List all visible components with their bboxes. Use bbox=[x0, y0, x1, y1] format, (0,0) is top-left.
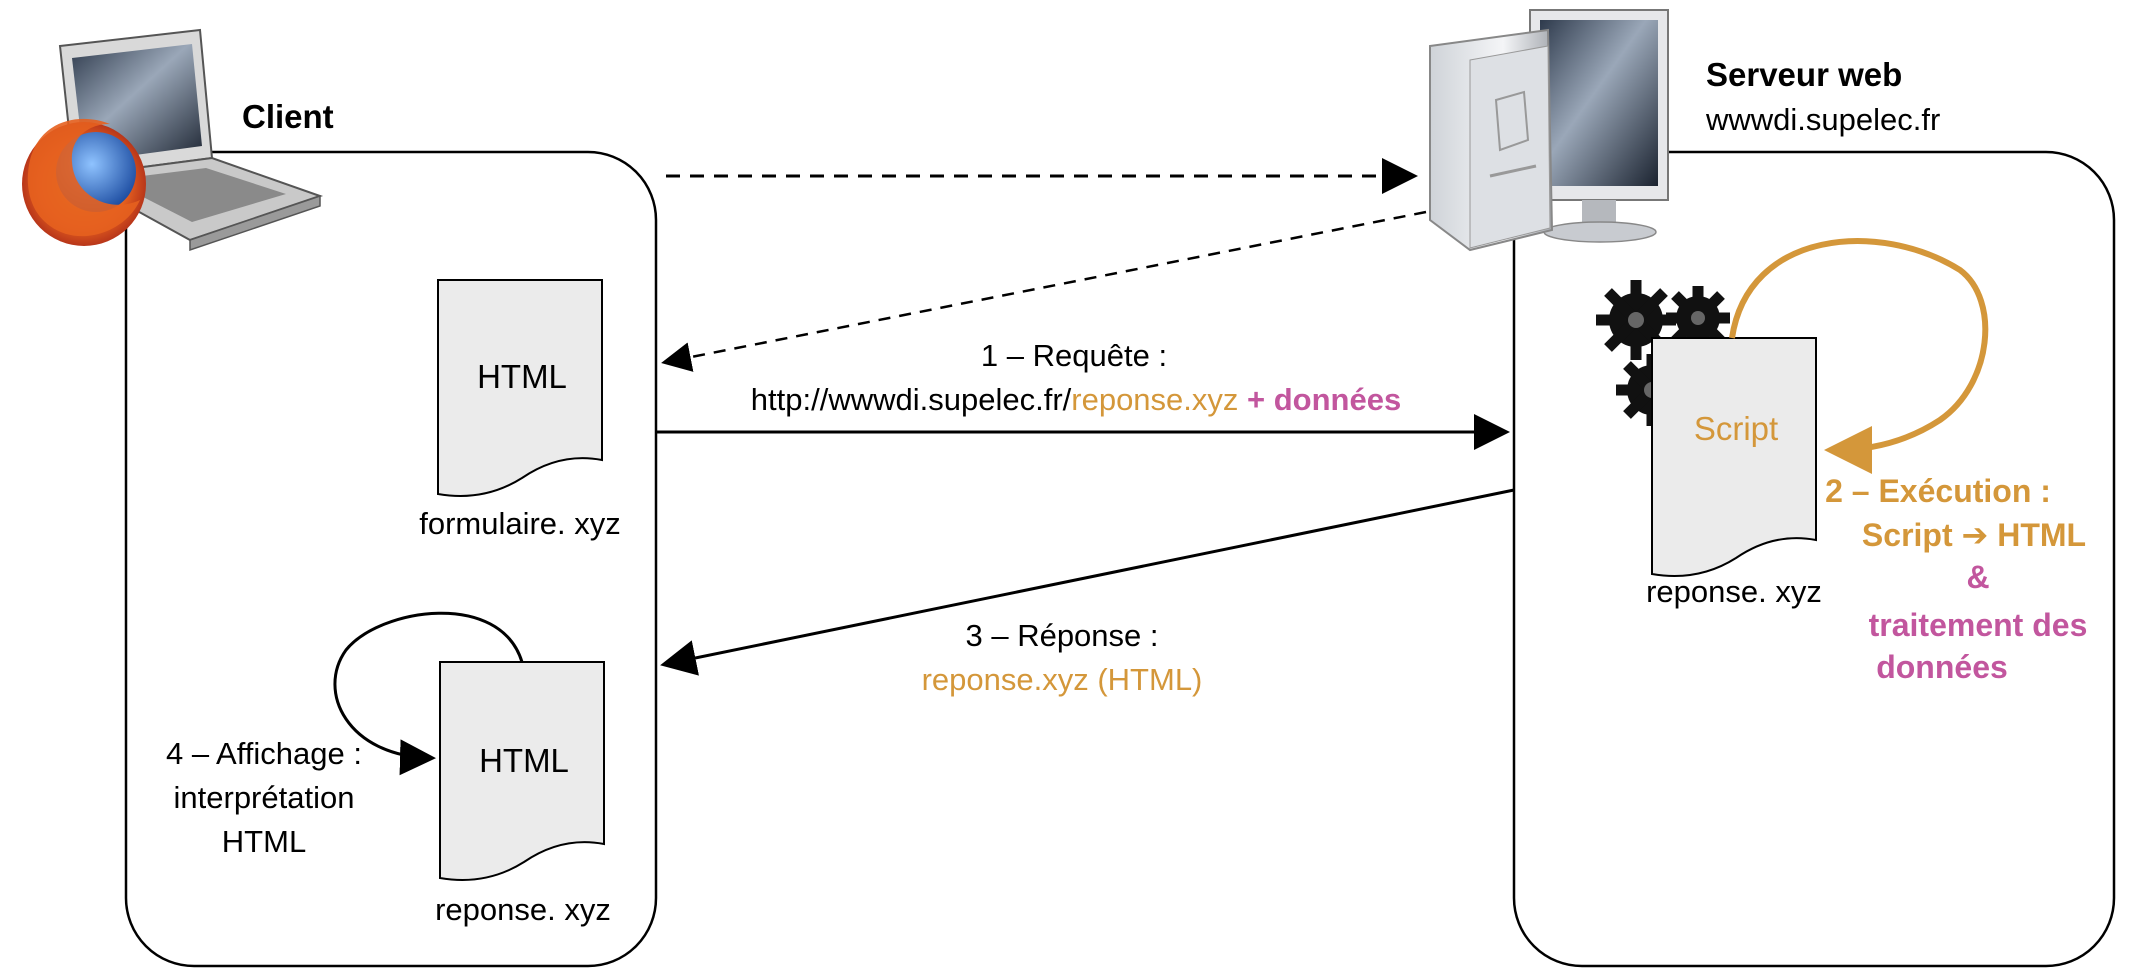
response-document bbox=[439, 661, 605, 881]
response-arrow bbox=[660, 488, 1515, 676]
step4-line1: 4 – Affichage : bbox=[166, 736, 362, 771]
step2-line1: 2 – Exécution : bbox=[1825, 473, 2051, 509]
form-document bbox=[437, 279, 603, 497]
client-panel bbox=[124, 150, 658, 968]
firefox-icon bbox=[22, 118, 146, 246]
request-url-prefix: http://wwwdi.supelec.fr/ bbox=[751, 382, 1072, 417]
response-doc-caption: reponse. xyz bbox=[435, 892, 611, 927]
step4-line2: interprétation bbox=[174, 780, 355, 815]
dashed-arrow-to-client bbox=[661, 210, 1427, 372]
step2-line4: données bbox=[1876, 649, 2008, 685]
display-loop-arrow bbox=[333, 611, 524, 776]
request-url-extra: + données bbox=[1238, 382, 1401, 417]
request-url-file: reponse.xyz bbox=[1071, 382, 1238, 417]
client-title: Client bbox=[242, 98, 334, 135]
step2-amp: & bbox=[1966, 559, 1989, 595]
response-title: 3 – Réponse : bbox=[965, 618, 1158, 653]
script-doc-label: Script bbox=[1694, 410, 1778, 447]
execution-loop-arrow bbox=[1729, 238, 1989, 474]
server-computer-icon bbox=[1429, 9, 1669, 252]
step4-line3: HTML bbox=[222, 824, 306, 859]
response-doc-label: HTML bbox=[479, 742, 569, 779]
request-title: 1 – Requête : bbox=[981, 338, 1167, 373]
script-doc-caption: reponse. xyz bbox=[1646, 574, 1822, 609]
request-url: http://wwwdi.supelec.fr/reponse.xyz + do… bbox=[751, 382, 1401, 417]
form-doc-caption: formulaire. xyz bbox=[419, 506, 621, 541]
step2-line2: Script ➔ HTML bbox=[1862, 517, 2086, 553]
server-host: wwwdi.supelec.fr bbox=[1705, 102, 1940, 137]
server-panel bbox=[1512, 150, 2116, 968]
server-title: Serveur web bbox=[1706, 56, 1902, 93]
response-detail: reponse.xyz (HTML) bbox=[922, 662, 1203, 697]
form-doc-label: HTML bbox=[477, 358, 567, 395]
step2-line3: traitement des bbox=[1869, 607, 2088, 643]
script-document bbox=[1651, 337, 1817, 577]
